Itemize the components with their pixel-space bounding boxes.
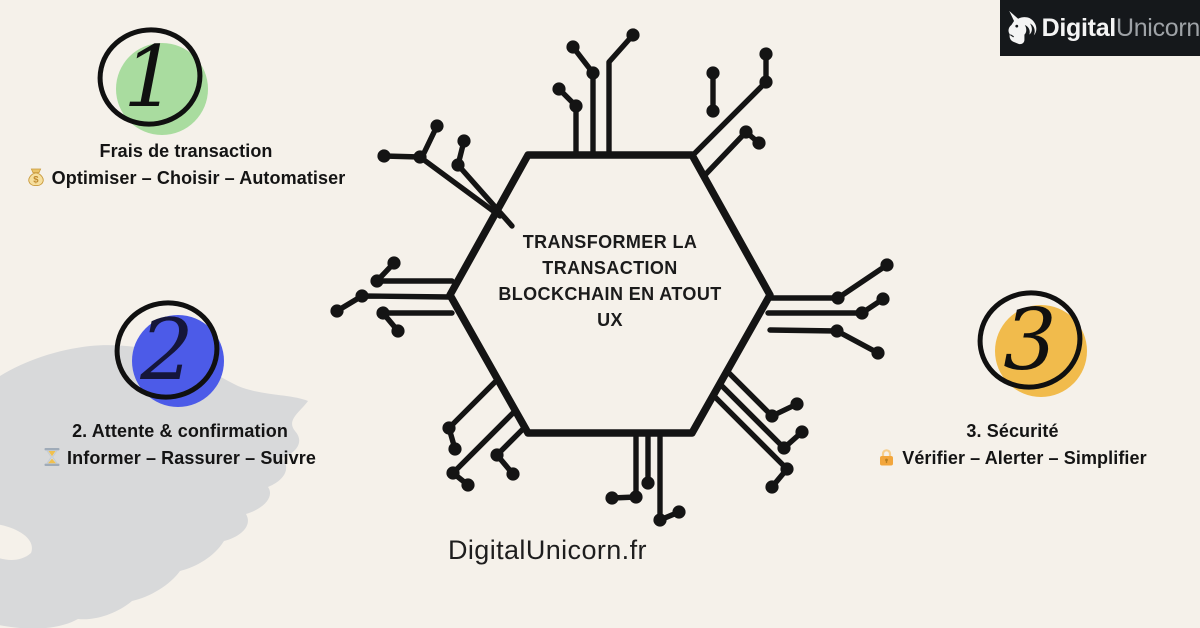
brand-logo-text: DigitalUnicorn [1042,14,1200,43]
step-3-number: 3 [1003,291,1056,389]
step-3-title: 3. Sécurité [966,421,1059,441]
step-2-circle: 2 [114,300,224,407]
step-2-title: 2. Attente & confirmation [72,421,288,441]
step-3-text-block: 3. Sécurité Vérifier – Alerter – Simplif… [845,418,1180,472]
step-2-text-block: 2. Attente & confirmation Informer – Ras… [10,418,350,472]
hexagon-title: TRANSFORMER LA TRANSACTION BLOCKCHAIN EN… [498,232,722,330]
step-3-subtitle: Vérifier – Alerter – Simplifier [902,448,1147,468]
step-1-circle: 1 [97,27,208,135]
brand-name-light: Unicorn [1115,13,1200,42]
footer-website: DigitalUnicorn.fr [448,535,647,565]
step-2-subtitle: Informer – Rassurer – Suivre [67,448,316,468]
step-3-circle: 3 [977,290,1087,397]
step-1-subtitle: Optimiser – Choisir – Automatiser [51,168,346,188]
money-bag-icon: $ [27,168,44,186]
unicorn-icon [1008,10,1037,45]
brand-name-bold: Digital [1041,13,1117,42]
hourglass-icon [44,448,60,466]
step-1-text-block: Frais de transaction $ Optimiser – Chois… [16,138,356,192]
step-1-number: 1 [123,28,176,126]
svg-text:$: $ [33,175,39,186]
blob-notch [0,524,32,560]
brand-logo: DigitalUnicorn [1000,0,1200,56]
circuit-pads [330,28,894,527]
lock-icon [880,449,894,466]
step-1-title: Frais de transaction [99,141,273,161]
step-2-number: 2 [139,301,193,399]
blob-shape [0,345,308,628]
